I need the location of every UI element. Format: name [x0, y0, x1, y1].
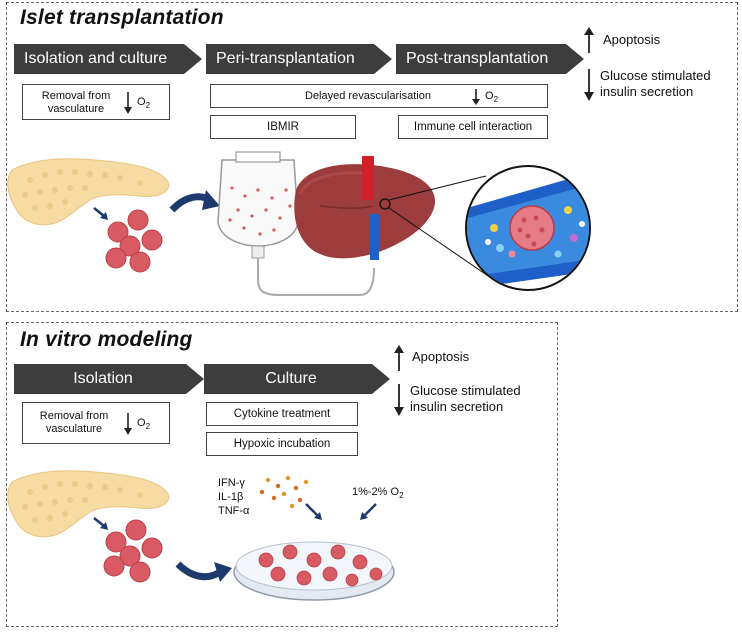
- down-arrow-icon: [124, 92, 132, 114]
- gsis-line1: Glucose stimulated: [410, 383, 521, 398]
- removal-from-vasculature-box: Removal from vasculature O2: [22, 402, 170, 444]
- zoom-vessel-image: [465, 165, 591, 291]
- hypoxic-incubation-box: Hypoxic incubation: [206, 432, 358, 456]
- ibmir-box: IBMIR: [210, 115, 356, 139]
- cytokine-particles: [259, 475, 309, 509]
- o2-label: O2: [485, 90, 499, 105]
- gsis-label: Glucose stimulated insulin secretion: [600, 68, 711, 100]
- removal-line1: Removal from: [39, 410, 109, 422]
- removal-from-vasculature-box: Removal from vasculature O2: [22, 84, 170, 120]
- stage-isolation-and-culture: Isolation and culture: [14, 44, 202, 74]
- oxygen-range-label: 1%-2% O2: [352, 486, 404, 501]
- delayed-revascularisation-label: Delayed revascularisation: [305, 90, 431, 102]
- liver-image: [294, 156, 436, 260]
- gsis-line2: insulin secretion: [410, 399, 504, 414]
- transplantation-illustration: [7, 151, 591, 296]
- down-arrow-icon: [394, 384, 404, 416]
- up-arrow-icon: [584, 27, 594, 53]
- immune-cell-interaction-box: Immune cell interaction: [398, 115, 548, 139]
- removal-line2: vasculature: [45, 423, 103, 435]
- removal-label: Removal from vasculature: [31, 90, 121, 116]
- up-arrow-icon: [394, 345, 404, 371]
- cytokine-list: IFN-γ IL-1β TNF-α: [218, 476, 249, 518]
- gsis-label: Glucose stimulated insulin secretion: [410, 383, 521, 415]
- iv-bag-image: [217, 151, 375, 296]
- gsis-line2: insulin secretion: [600, 84, 694, 99]
- in-vitro-modeling-panel: [6, 322, 558, 627]
- in-vitro-illustration: [7, 470, 395, 601]
- o2-label: O2: [137, 417, 151, 432]
- cytokine-tnf-alpha: TNF-α: [218, 505, 250, 517]
- islets-image: [105, 209, 163, 273]
- removal-label: Removal from vasculature: [29, 410, 119, 436]
- stage-isolation: Isolation: [14, 364, 204, 394]
- removal-line2: vasculature: [47, 103, 105, 115]
- stage-culture: Culture: [204, 364, 390, 394]
- down-arrow-icon: [124, 413, 132, 435]
- stage-peri-transplantation: Peri-transplantation: [206, 44, 392, 74]
- o2-label: O2: [137, 96, 151, 111]
- cytokine-il-1-beta: IL-1β: [218, 491, 244, 503]
- down-arrow-icon: [584, 69, 594, 101]
- cytokine-treatment-box: Cytokine treatment: [206, 402, 358, 426]
- islet-transplantation-panel: [6, 2, 738, 312]
- cytokine-ifn-gamma: IFN-γ: [218, 477, 245, 489]
- gsis-line1: Glucose stimulated: [600, 68, 711, 83]
- pancreas-image: [7, 158, 170, 226]
- pancreas-image: [7, 470, 170, 538]
- islet-transplantation-title: Islet transplantation: [20, 6, 224, 29]
- petri-dish-image: [233, 541, 395, 601]
- apoptosis-label: Apoptosis: [603, 32, 661, 47]
- in-vitro-modeling-title: In vitro modeling: [20, 328, 193, 351]
- apoptosis-label: Apoptosis: [412, 349, 470, 364]
- delayed-revascularisation-box: Delayed revascularisation O2: [210, 84, 548, 108]
- removal-line1: Removal from: [41, 90, 111, 102]
- stage-post-transplantation: Post-transplantation: [396, 44, 584, 74]
- down-arrow-icon: [472, 89, 480, 105]
- islets-image: [103, 519, 163, 583]
